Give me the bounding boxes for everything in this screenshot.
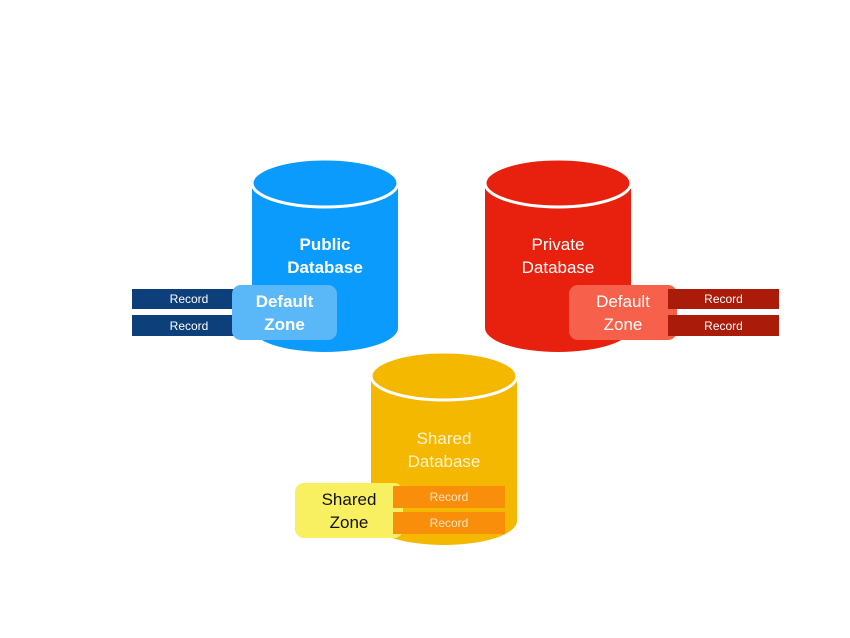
label-line: Shared	[416, 429, 472, 448]
public-record: Record	[132, 315, 246, 336]
zone-line: Default	[596, 291, 650, 311]
zone-line: Zone	[329, 512, 369, 532]
record-label: Record	[169, 292, 209, 306]
shared-database-label: Shared Database	[369, 427, 519, 473]
shared-record: Record	[393, 486, 505, 508]
public-database-label: Public Database	[250, 233, 400, 279]
record-label: Record	[429, 516, 469, 530]
zone-line: Zone	[264, 314, 305, 334]
private-record: Record	[668, 315, 779, 336]
private-record: Record	[668, 289, 779, 309]
label-line: Database	[521, 258, 595, 277]
label-line: Private	[531, 235, 585, 254]
public-record: Record	[132, 289, 246, 309]
record-label: Record	[704, 292, 743, 306]
record-label: Record	[169, 318, 209, 333]
label-line: Database	[407, 452, 481, 471]
record-label: Record	[429, 490, 469, 504]
zone-line: Shared	[321, 489, 377, 509]
zone-line: Default	[255, 291, 314, 311]
zone-line: Zone	[603, 314, 643, 334]
record-label: Record	[704, 318, 743, 333]
label-line: Public	[299, 235, 351, 254]
label-line: Database	[287, 258, 363, 277]
private-database-label: Private Database	[483, 233, 633, 279]
shared-record: Record	[393, 512, 505, 534]
